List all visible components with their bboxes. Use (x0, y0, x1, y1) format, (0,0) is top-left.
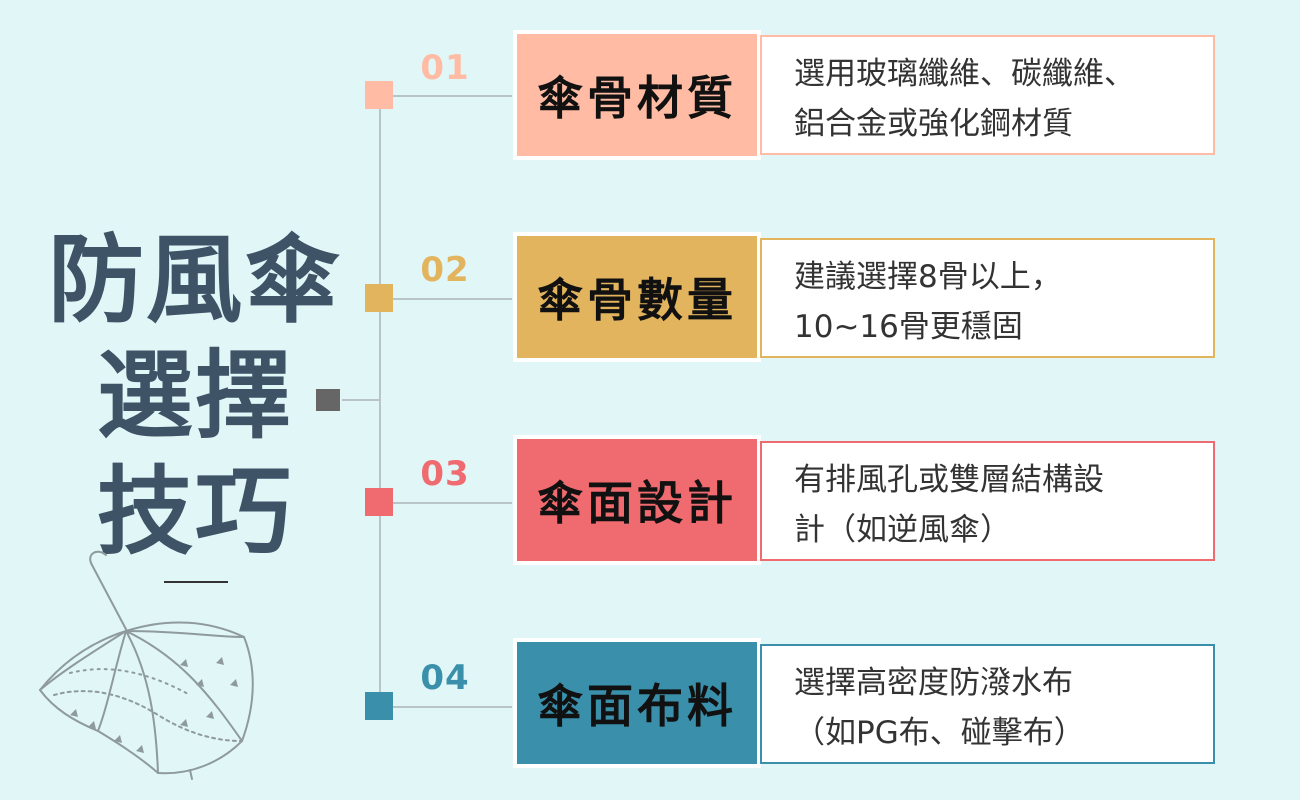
item-label-box-3: 傘面設計 (513, 435, 761, 565)
item-number-1: 01 (420, 48, 470, 88)
item-label-box-1: 傘骨材質 (513, 30, 761, 160)
item-desc-3-line-2: 計（如逆風傘） (794, 512, 1011, 548)
item-desc-2-line-2: 10~16骨更穩固 (794, 309, 1023, 345)
center-marker (316, 389, 340, 411)
title-line-2: 選擇 (97, 340, 293, 452)
item-desc-4-line-2: （如PG布、碰擊布） (794, 715, 1085, 751)
item-number-4: 04 (420, 658, 470, 698)
item-desc-4-line-1: 選擇高密度防潑水布 (794, 665, 1073, 701)
item-desc-3-line-1: 有排風孔或雙層結構設 (794, 462, 1104, 498)
item-desc-box-2: 建議選擇8骨以上， 10~16骨更穩固 (760, 238, 1215, 358)
item-desc-1-line-1: 選用玻璃纖維、碳纖維、 (794, 56, 1135, 92)
item-desc-2-line-1: 建議選擇8骨以上， (794, 259, 1062, 295)
umbrella-sketch-icon (39, 550, 254, 780)
connector-line-4 (392, 706, 512, 708)
item-label-box-4: 傘面布料 (513, 638, 761, 768)
item-desc-box-3: 有排風孔或雙層結構設 計（如逆風傘） (760, 441, 1215, 561)
node-marker-3 (365, 488, 393, 516)
node-marker-4 (365, 692, 393, 720)
item-label-2: 傘骨數量 (537, 273, 737, 327)
item-desc-box-4: 選擇高密度防潑水布 （如PG布、碰擊布） (760, 644, 1215, 764)
connector-line-3 (392, 502, 512, 504)
item-label-3: 傘面設計 (537, 476, 737, 530)
item-label-1: 傘骨材質 (537, 71, 737, 125)
item-label-4: 傘面布料 (537, 679, 737, 733)
connector-line-2 (392, 298, 512, 300)
item-desc-box-1: 選用玻璃纖維、碳纖維、 鋁合金或強化鋼材質 (760, 35, 1215, 155)
node-marker-1 (365, 81, 393, 109)
item-number-3: 03 (420, 454, 470, 494)
page-title: 防風傘 選擇 技巧 (40, 222, 350, 570)
title-underline (164, 581, 228, 583)
timeline-spine (379, 95, 381, 707)
connector-line-1 (392, 95, 512, 97)
node-marker-2 (365, 284, 393, 312)
item-label-box-2: 傘骨數量 (513, 232, 761, 362)
title-line-1: 防風傘 (48, 224, 342, 336)
item-desc-1-line-2: 鋁合金或強化鋼材質 (794, 106, 1073, 142)
title-connector (342, 399, 380, 401)
item-number-2: 02 (420, 250, 470, 290)
title-line-3: 技巧 (97, 456, 293, 568)
